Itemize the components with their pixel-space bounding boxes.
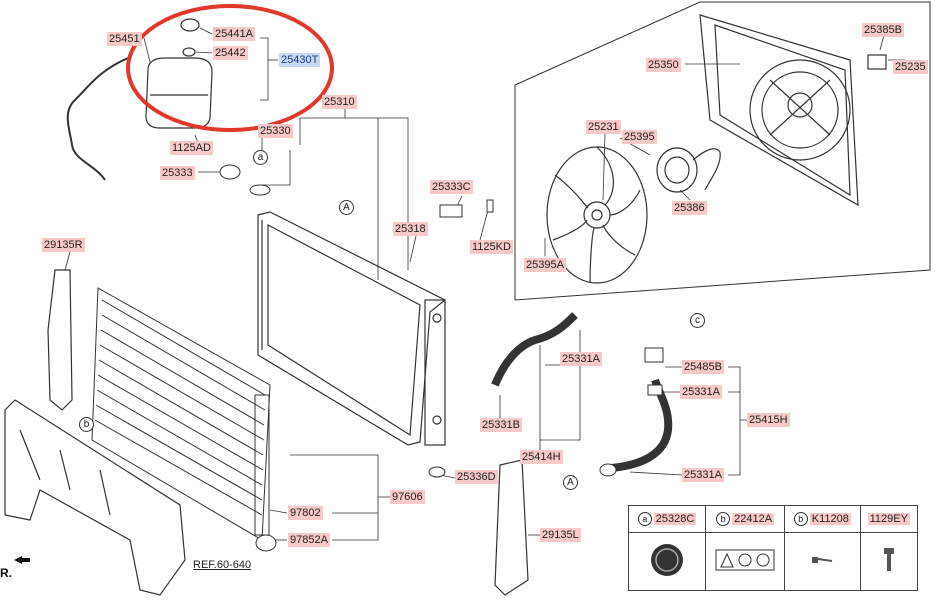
callout-c: c [690,313,705,328]
part-label-25336D[interactable]: 25336D [455,470,498,484]
part-label-25331A-mid[interactable]: 25331A [680,385,722,399]
part-label-25231[interactable]: 25231 [586,120,621,134]
callout-b: b [79,417,94,432]
bolt-icon [883,548,894,571]
part-label-25331A-lower[interactable]: 25331A [682,468,724,482]
part-label-25442[interactable]: 25442 [213,46,248,60]
callout-A-hose: A [563,475,578,490]
reservoir-tank [145,18,213,129]
callout-a: a [253,150,268,165]
fan-motor [656,147,721,193]
part-label-29135L[interactable]: 29135L [540,528,581,542]
part-label-29135R[interactable]: 29135R [42,238,85,252]
part-label-25235[interactable]: 25235 [893,60,928,74]
radiator [257,211,447,446]
part-label-1125AD[interactable]: 1125AD [170,141,213,155]
part-label-25386[interactable]: 25386 [672,201,707,215]
fan-assembly-frame [514,1,931,301]
part-label-25333[interactable]: 25333 [160,166,195,180]
part-label-97606[interactable]: 97606 [390,490,425,504]
upper-hose [491,312,578,387]
part-label-25395[interactable]: 25395 [622,130,657,144]
part-label-25331B[interactable]: 25331B [480,418,522,432]
callout-A-radiator: A [339,200,354,215]
front-arrow-icon [14,556,30,564]
front-label: R. [0,566,12,580]
part-label-97852A[interactable]: 97852A [288,533,330,547]
reference-link[interactable]: REF.60-640 [193,559,252,571]
fan-shroud [699,14,887,207]
fan-blade [546,146,648,284]
part-label-25485B[interactable]: 25485B [682,360,724,374]
part-label-25350[interactable]: 25350 [646,58,681,72]
legend-cell[interactable]: 1129EY [859,505,918,533]
legend-image-bolt [859,532,918,591]
part-label-25385B[interactable]: 25385B [862,23,904,37]
screw-icon [812,557,833,563]
part-label-25441A[interactable]: 25441A [213,27,255,41]
leader-lines [64,27,905,541]
small-components [219,164,664,552]
part-label-1125KD[interactable]: 1125KD [470,240,513,254]
condenser [91,287,271,541]
drain-plug-icon [651,544,684,576]
part-label-25414H[interactable]: 25414H [520,450,563,464]
part-label-25331A-upper[interactable]: 25331A [560,352,602,366]
part-label-25395A[interactable]: 25395A [524,258,566,272]
overflow-hose [66,57,129,181]
air-guard-right [47,269,73,411]
legend-image-screw [784,532,861,591]
part-label-25310[interactable]: 25310 [322,95,357,109]
part-label-25430T[interactable]: 25430T [279,53,321,67]
part-label-25318[interactable]: 25318 [393,222,428,236]
legend-image-plug [627,532,707,591]
highlight-ring [126,4,334,132]
legend-image-labels [705,532,786,591]
part-label-25415H[interactable]: 25415H [747,413,790,427]
air-guard-left [494,459,529,596]
part-label-25330[interactable]: 25330 [258,124,293,138]
front-end-carrier [4,399,186,596]
part-label-25333C[interactable]: 25333C [430,180,473,194]
caution-label-icon [715,549,775,571]
part-label-25451[interactable]: 25451 [107,32,142,46]
part-label-97802[interactable]: 97802 [288,506,323,520]
